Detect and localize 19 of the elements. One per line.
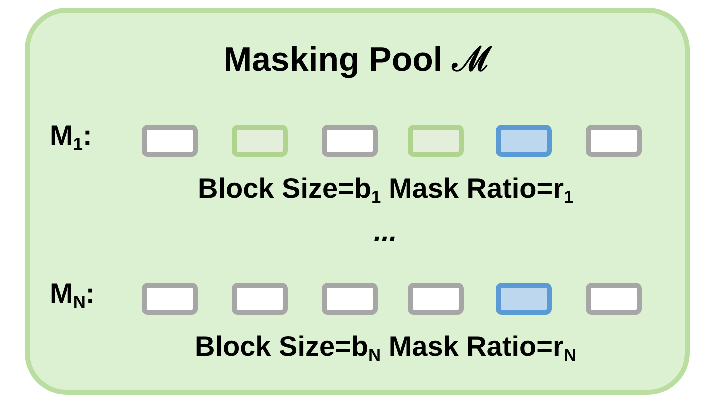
ellipsis: ...: [374, 216, 398, 248]
block-caption: Block Size=b$_{1}$ Mask Ratio=r$_{1}$: [198, 173, 574, 205]
mask-block: [232, 125, 288, 157]
mask-block: [142, 125, 198, 157]
mask-block: [586, 283, 642, 315]
mask-block: [322, 125, 378, 157]
row-label: M$_{1}$:: [50, 120, 92, 152]
mask-block: [496, 283, 552, 315]
mask-block: [322, 283, 378, 315]
mask-block: [142, 283, 198, 315]
pool-panel: [25, 8, 690, 395]
row-label: M$_{N}$:: [50, 278, 96, 310]
mask-block: [408, 125, 464, 157]
mask-block: [586, 125, 642, 157]
mask-block: [232, 283, 288, 315]
block-caption: Block Size=b$_{N}$ Mask Ratio=r$_{N}$: [195, 331, 576, 363]
panel-title: Masking Pool ℳ: [224, 41, 492, 79]
mask-block: [496, 125, 552, 157]
mask-block: [408, 283, 464, 315]
